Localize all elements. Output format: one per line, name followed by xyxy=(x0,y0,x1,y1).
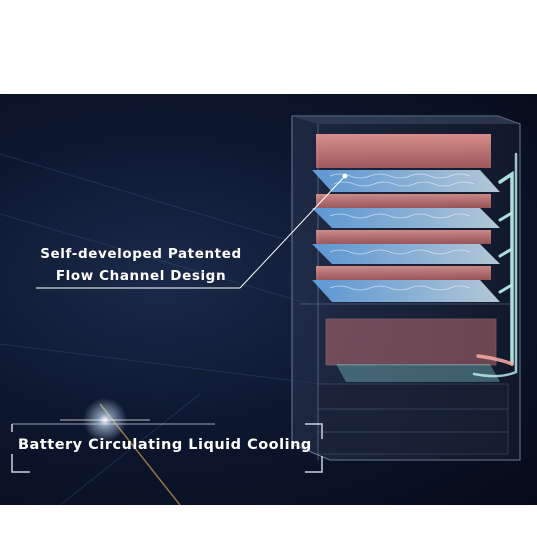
battery-cabinet-illustration xyxy=(0,115,521,505)
callout-line-1: Self-developed Patented xyxy=(40,246,242,262)
coolant-pipes xyxy=(472,152,518,378)
battery-module-2 xyxy=(316,194,491,208)
hero-image: Self-developed Patented Flow Channel Des… xyxy=(0,94,537,505)
callout-line-2: Flow Channel Design xyxy=(55,268,227,284)
battery-module-3 xyxy=(316,230,491,244)
caption-title: Battery Circulating Liquid Cooling xyxy=(18,437,312,453)
cooling-plate-2 xyxy=(312,208,500,228)
cooling-plate-1 xyxy=(312,170,500,192)
background-streaks xyxy=(0,153,321,505)
battery-module-4 xyxy=(316,266,491,280)
cooling-plate-3 xyxy=(312,244,500,264)
cooling-plate-4 xyxy=(312,280,500,302)
callout-leader xyxy=(36,173,348,289)
battery-module-1 xyxy=(316,134,491,168)
battery-modules xyxy=(312,134,500,302)
